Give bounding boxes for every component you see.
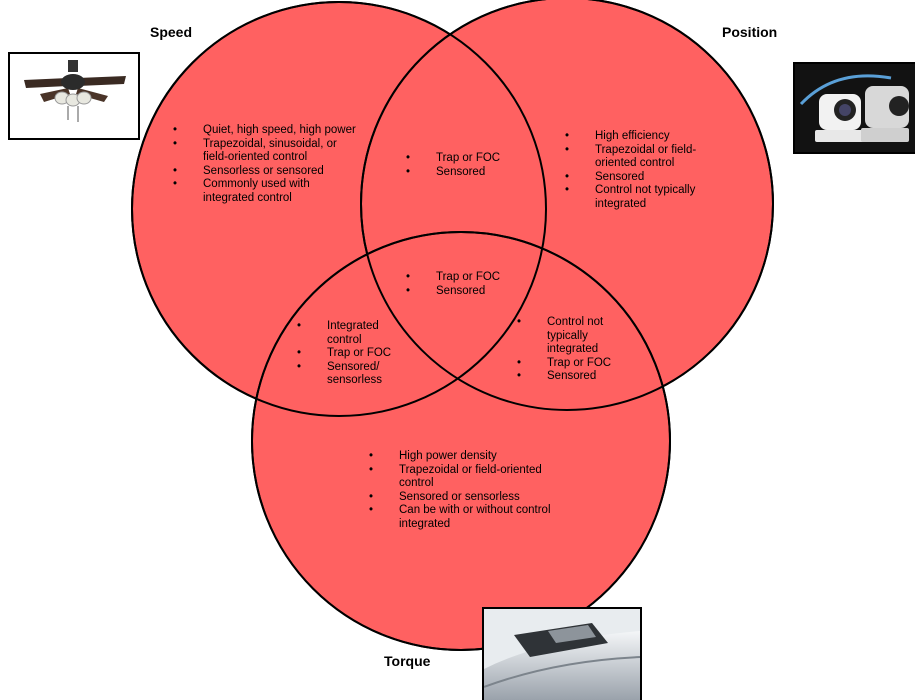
ptz-camera-image <box>793 62 915 154</box>
ceiling-fan-image <box>8 52 140 140</box>
bullet-item: High power density <box>369 450 559 464</box>
bullet-item: High efficiency <box>565 130 735 144</box>
torque-label: Torque <box>384 653 431 669</box>
bullet-item: Commonly used with integrated control <box>173 178 363 205</box>
bullet-item: Trapezoidal, sinusoidal, or field-orient… <box>173 138 363 165</box>
bullet-item: Trapezoidal or field-oriented control <box>369 464 559 491</box>
bullet-item: Sensored/ sensorless <box>297 361 401 388</box>
bullet-item: Sensored <box>406 166 536 180</box>
bullet-item: Trap or FOC <box>297 347 401 361</box>
bullet-item: Trapezoidal or field-oriented control <box>565 144 735 171</box>
car-sunroof-image <box>482 607 642 700</box>
bullet-item: Control not typically integrated <box>565 184 735 211</box>
bullet-item: Trap or FOC <box>406 271 536 285</box>
car-sunroof-icon <box>484 609 640 700</box>
position-only-list: High efficiencyTrapezoidal or field-orie… <box>565 130 735 211</box>
position-label: Position <box>722 24 778 40</box>
speed-label: Speed <box>150 24 193 40</box>
bullet-item: Sensorless or sensored <box>173 165 363 179</box>
bullet-item: Control not typically integrated <box>517 316 617 357</box>
position-torque-list: Control not typically integratedTrap or … <box>517 316 617 384</box>
bullet-item: Trap or FOC <box>517 357 617 371</box>
bullet-item: Integrated control <box>297 320 401 347</box>
speed-only-list: Quiet, high speed, high powerTrapezoidal… <box>173 124 363 205</box>
speed-position-list: Trap or FOCSensored <box>406 152 536 179</box>
torque-only-list: High power densityTrapezoidal or field-o… <box>369 450 559 531</box>
bullet-item: Sensored <box>406 285 536 299</box>
bullet-item: Quiet, high speed, high power <box>173 124 363 138</box>
bullet-item: Trap or FOC <box>406 152 536 166</box>
bullet-item: Sensored <box>517 370 617 384</box>
bullet-item: Can be with or without control integrate… <box>369 504 559 531</box>
speed-torque-list: Integrated controlTrap or FOCSensored/ s… <box>297 320 401 388</box>
bullet-item: Sensored or sensorless <box>369 491 559 505</box>
all-three-list: Trap or FOCSensored <box>406 271 536 298</box>
ptz-camera-icon <box>795 64 915 152</box>
ceiling-fan-icon <box>24 60 126 122</box>
bullet-item: Sensored <box>565 171 735 185</box>
